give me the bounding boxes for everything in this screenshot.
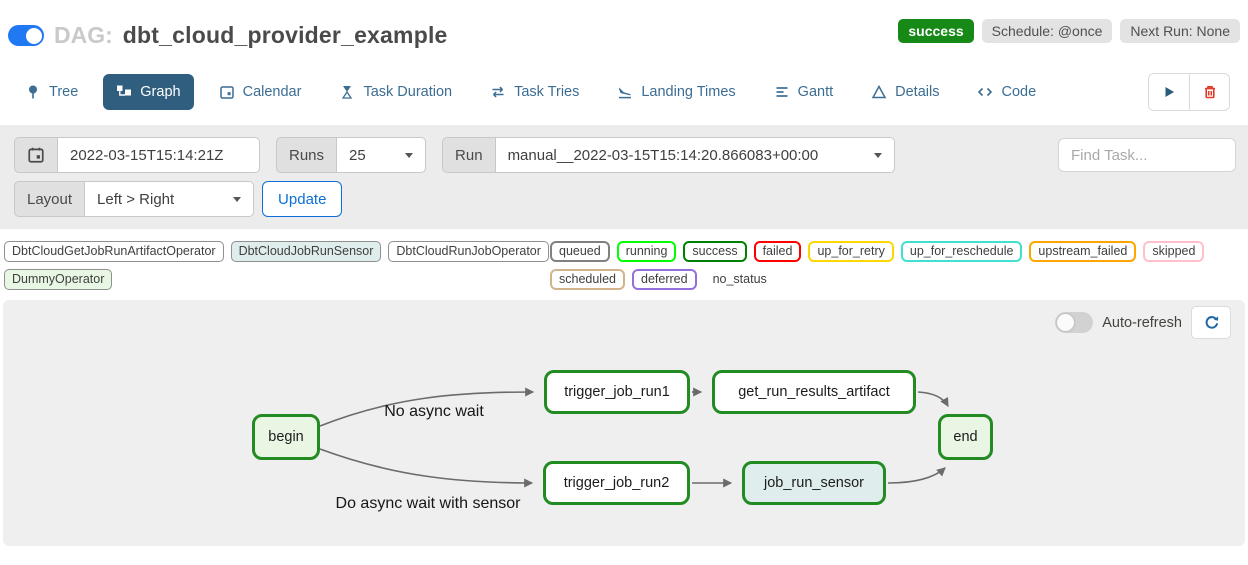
dag-node-trigger_job_run2[interactable]: trigger_job_run2 (543, 461, 690, 505)
operator-badge: DbtCloudGetJobRunArtifactOperator (4, 241, 224, 262)
base-date-input[interactable]: 2022-03-15T15:14:21Z (57, 137, 260, 173)
chevron-down-icon (873, 152, 882, 158)
page-title: dbt_cloud_provider_example (122, 22, 448, 48)
tab-label: Task Tries (514, 84, 580, 100)
tab-details[interactable]: Details (858, 74, 952, 110)
operator-badge: DbtCloudRunJobOperator (388, 241, 549, 262)
repeat-icon (490, 84, 506, 100)
find-task-input[interactable]: Find Task... (1058, 138, 1236, 172)
dag-graph-panel: Auto-refresh begin trigger_job_run1 get_ru… (3, 300, 1245, 546)
delete-dag-button[interactable] (1189, 74, 1229, 110)
tab-landing-times[interactable]: Landing Times (604, 74, 748, 110)
code-icon (977, 84, 993, 100)
layout-select[interactable]: Left > Right (84, 181, 255, 217)
status-badge-up_for_retry: up_for_retry (808, 241, 894, 262)
status-badge-up_for_reschedule: up_for_reschedule (900, 241, 1023, 262)
view-tabs: Tree Graph Calendar Task Duration Task Tries… (0, 73, 1248, 111)
tab-label: Landing Times (641, 84, 736, 100)
tab-label: Details (895, 84, 940, 100)
tree-icon (25, 84, 41, 100)
legend: DbtCloudGetJobRunArtifactOperator DbtClou… (2, 241, 1246, 290)
tab-label: Code (1001, 84, 1037, 100)
status-badge-running: running (616, 241, 677, 262)
tab-label: Graph (140, 84, 181, 100)
hourglass-icon (339, 84, 355, 100)
run-value: manual__2022-03-15T15:14:20.866083+00:00 (507, 146, 819, 164)
layout-group: Layout Left > Right (14, 181, 255, 217)
status-badge-scheduled: scheduled (550, 269, 625, 290)
dag-header: DAG: dbt_cloud_provider_example success … (0, 0, 1248, 49)
graph-icon (116, 84, 132, 100)
trash-icon (1204, 86, 1215, 99)
calendar-icon (28, 147, 44, 163)
status-badge-skipped: skipped (1143, 241, 1205, 262)
dag-node-trigger_job_run1[interactable]: trigger_job_run1 (544, 370, 690, 414)
runs-group: Runs 25 (276, 137, 427, 173)
operator-badge: DummyOperator (4, 269, 113, 290)
calendar-addon (14, 137, 58, 173)
refresh-button[interactable] (1191, 306, 1231, 339)
tab-label: Calendar (242, 84, 302, 100)
dag-status-badge: success (898, 19, 974, 43)
status-badge-deferred: deferred (632, 269, 697, 290)
chevron-down-icon (405, 152, 414, 158)
landing-icon (617, 84, 633, 100)
tab-task-tries[interactable]: Task Tries (477, 74, 592, 110)
tab-label: Tree (49, 84, 79, 100)
status-badge-upstream_failed: upstream_failed (1029, 241, 1137, 262)
status-badge-no_status: no_status (712, 272, 767, 286)
dag-edges (319, 387, 949, 488)
auto-refresh-label: Auto-refresh (1102, 314, 1182, 331)
dag-node-begin[interactable]: begin (252, 414, 320, 460)
gantt-icon (774, 84, 790, 100)
runs-value: 25 (349, 146, 366, 164)
trigger-dag-button[interactable] (1149, 74, 1189, 110)
play-icon (1165, 87, 1174, 97)
toggle-knob (25, 27, 42, 44)
dag-action-buttons (1148, 73, 1230, 111)
layout-value: Left > Right (97, 190, 175, 208)
tab-gantt[interactable]: Gantt (761, 74, 846, 110)
run-group: Run manual__2022-03-15T15:14:20.866083+0… (442, 137, 895, 173)
auto-refresh-toggle[interactable] (1055, 312, 1094, 333)
edge-label: Do async wait with sensor (335, 495, 521, 512)
edge-label: No async wait (384, 403, 484, 420)
runs-label: Runs (276, 137, 338, 173)
dag-node-job_run_sensor[interactable]: job_run_sensor (742, 461, 886, 505)
tab-graph[interactable]: Graph (103, 74, 194, 110)
tab-task-duration[interactable]: Task Duration (326, 74, 465, 110)
triangle-icon (871, 84, 887, 100)
dag-node-end[interactable]: end (938, 414, 993, 460)
base-date-group: 2022-03-15T15:14:21Z (14, 137, 260, 173)
refresh-icon (1205, 316, 1218, 329)
tab-code[interactable]: Code (964, 74, 1049, 110)
operator-badge: DbtCloudJobRunSensor (230, 241, 382, 262)
next-run-badge: Next Run: None (1120, 19, 1240, 43)
tab-label: Task Duration (363, 84, 453, 100)
run-select[interactable]: manual__2022-03-15T15:14:20.866083+00:00 (494, 137, 895, 173)
status-badge-failed: failed (753, 241, 802, 262)
filter-panel: 2022-03-15T15:14:21Z Runs 25 Run manual_… (0, 125, 1248, 229)
chevron-down-icon (233, 196, 242, 202)
layout-label: Layout (14, 181, 86, 217)
run-label: Run (442, 137, 496, 173)
operator-legend: DbtCloudGetJobRunArtifactOperator DbtClou… (2, 241, 550, 290)
tab-calendar[interactable]: Calendar (206, 74, 315, 110)
dag-prefix-label: DAG: (54, 22, 113, 48)
runs-select[interactable]: 25 (336, 137, 427, 173)
status-badge-queued: queued (550, 241, 610, 262)
schedule-badge: Schedule: @once (981, 19, 1113, 43)
dag-pause-toggle[interactable] (8, 25, 44, 46)
tab-tree[interactable]: Tree (12, 74, 91, 110)
update-button[interactable]: Update (262, 181, 343, 217)
dag-node-get_run_results_artifact[interactable]: get_run_results_artifact (712, 370, 916, 414)
status-legend: queued running success failed up_for_retry up… (550, 241, 1246, 290)
calendar-icon (219, 84, 235, 100)
toggle-knob (1057, 314, 1075, 331)
tab-label: Gantt (797, 84, 834, 100)
status-badge-success: success (683, 241, 747, 262)
